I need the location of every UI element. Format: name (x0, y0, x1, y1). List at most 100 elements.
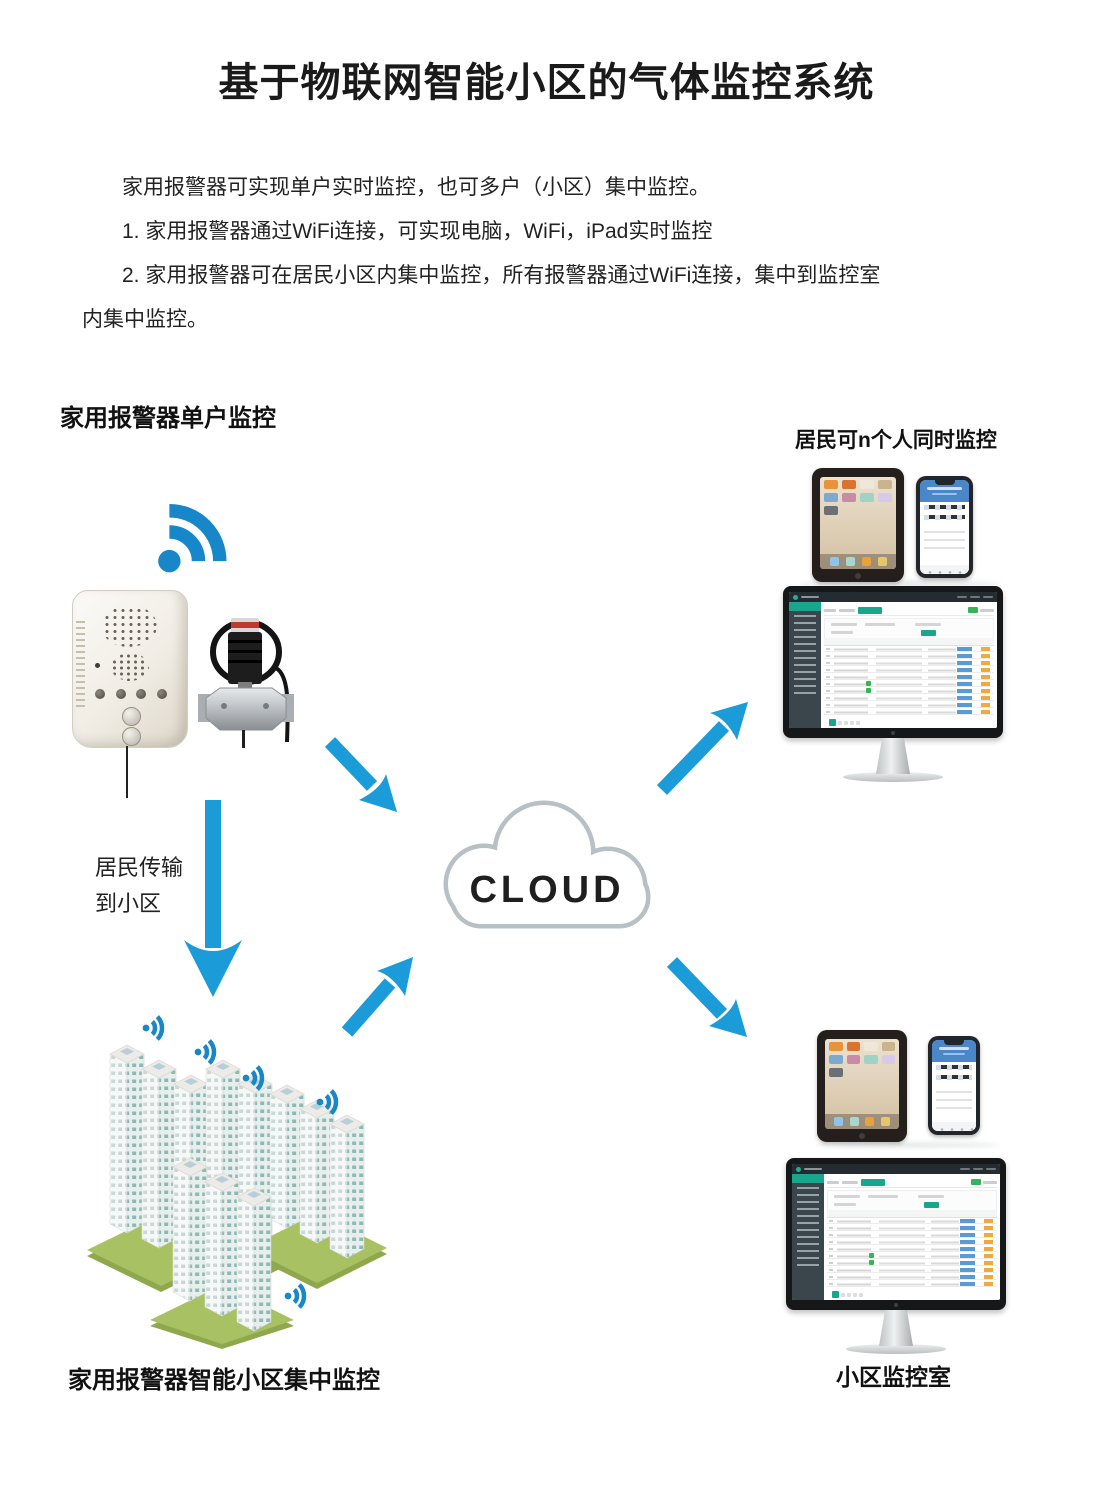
arrow-cloud-to-control-room (666, 957, 747, 1037)
phone-app-grid (936, 1065, 972, 1085)
residents-monitor-label: 居民可n个人同时监控 (795, 429, 997, 452)
tablet-device (812, 468, 904, 582)
page-title: 基于物联网智能小区的气体监控系统 (218, 61, 875, 105)
table-header-row (824, 638, 994, 646)
dashboard-filter-panel (824, 618, 994, 640)
monitor-stand-neck (876, 738, 910, 774)
phone-device (916, 476, 973, 578)
dashboard-add-button (971, 1179, 981, 1185)
dashboard-add-button (968, 607, 978, 613)
dashboard-main (821, 602, 997, 728)
sidebar-active-item (789, 602, 821, 611)
alarm-led (95, 663, 100, 668)
buildings-illustration (87, 1000, 387, 1349)
cloud-label: CLOUD (469, 869, 624, 911)
intro-line-1: 家用报警器可实现单户实时监控，也可多户（小区）集中监控。 (122, 176, 710, 199)
gas-alarm-device (72, 590, 188, 748)
alarm-button-top (122, 707, 141, 726)
wifi-icon (141, 1014, 168, 1041)
phone-app-list (924, 528, 965, 554)
tablet-dock (820, 554, 896, 569)
dashboard-active-tab (858, 606, 882, 614)
phone-app-grid (924, 505, 965, 525)
transfer-line-1: 居民传输 (95, 855, 184, 880)
intro-paragraph: 家用报警器可实现单户实时监控，也可多户（小区）集中监控。 1. 家用报警器通过W… (82, 166, 1042, 342)
transfer-line-2: 到小区 (95, 891, 162, 916)
device-shadow (800, 580, 1000, 586)
alarm-speaker-large (101, 605, 157, 647)
phone-notch (944, 1040, 964, 1045)
tablet-app-icons (824, 480, 892, 515)
monitor-stand-base (846, 1344, 946, 1354)
dashboard-active-tab (861, 1178, 885, 1186)
control-room-label: 小区监控室 (836, 1364, 951, 1390)
alarm-sensor-row (95, 689, 167, 699)
dashboard-topbar (789, 592, 997, 602)
arrow-device-to-cloud (324, 737, 397, 812)
building-cluster-4 (150, 1157, 294, 1349)
gas-valve-device (198, 618, 294, 748)
alarm-button-bottom (122, 727, 141, 746)
alarm-vents (76, 617, 85, 711)
alarm-speaker-small (111, 653, 149, 681)
phone-app-header (920, 480, 969, 502)
dashboard-table (824, 638, 994, 717)
monitor-bezel (783, 586, 1003, 738)
tablet-screen (825, 1039, 899, 1129)
monitor-dashboard (792, 1164, 1000, 1300)
single-home-label: 家用报警器单户监控 (60, 405, 276, 432)
monitor-stand-neck (879, 1310, 913, 1346)
arrow-device-to-buildings (184, 800, 242, 997)
building-cluster-3 (247, 1084, 387, 1289)
monitor-bezel (786, 1158, 1006, 1310)
dashboard-pagination (829, 719, 860, 726)
tablet-dock (825, 1114, 899, 1129)
dashboard-logo (793, 594, 798, 600)
arrow-cloud-to-monitor (656, 702, 748, 795)
wifi-icon (283, 1282, 310, 1309)
alarm-wire (126, 746, 128, 798)
desktop-monitor (783, 586, 1003, 782)
dashboard-topbar (792, 1164, 1000, 1174)
dashboard-table (827, 1210, 997, 1289)
tablet-app-icons (829, 1042, 895, 1077)
phone-app-list (936, 1088, 972, 1114)
intro-line-3: 2. 家用报警器可在居民小区内集中监控，所有报警器通过WiFi连接，集中到监控室 (122, 264, 881, 287)
intro-line-4: 内集中监控。 (82, 308, 208, 331)
dashboard-main (824, 1174, 1000, 1300)
cloud-icon: CLOUD (443, 800, 651, 929)
dashboard-tabbar (824, 605, 994, 616)
dashboard-sidebar (789, 602, 821, 728)
phone-tab-bar (932, 1122, 976, 1131)
phone-screen (932, 1040, 976, 1131)
tablet-home-button (859, 1133, 865, 1139)
sidebar-active-item (792, 1174, 824, 1183)
phone-device (928, 1036, 980, 1135)
dashboard-logo (796, 1166, 801, 1172)
transfer-label: 居民传输 到小区 (95, 850, 183, 922)
tablet-screen (820, 477, 896, 569)
tablet-device (817, 1030, 907, 1142)
dashboard-filter-panel (827, 1190, 997, 1212)
dashboard-tabbar (827, 1177, 997, 1188)
device-shadow (815, 1142, 1000, 1148)
dashboard-sidebar (792, 1174, 824, 1300)
phone-tab-bar (920, 565, 969, 574)
monitor-dashboard (789, 592, 997, 728)
dashboard-search-button (921, 630, 936, 636)
dashboard-pagination (832, 1291, 863, 1298)
monitor-stand-base (843, 772, 943, 782)
wifi-icon (193, 1038, 220, 1065)
sidebar-menu-items (794, 615, 816, 695)
sidebar-menu-items (797, 1187, 819, 1267)
phone-notch (934, 480, 955, 485)
intro-line-2: 1. 家用报警器通过WiFi连接，可实现电脑，WiFi，iPad实时监控 (122, 220, 713, 243)
community-central-label: 家用报警器智能小区集中监控 (68, 1367, 380, 1394)
phone-screen (920, 480, 969, 574)
desktop-monitor (786, 1158, 1006, 1354)
dashboard-search-button (924, 1202, 939, 1208)
table-header-row (827, 1210, 997, 1218)
wifi-icon (158, 504, 227, 573)
tablet-home-button (855, 573, 861, 579)
